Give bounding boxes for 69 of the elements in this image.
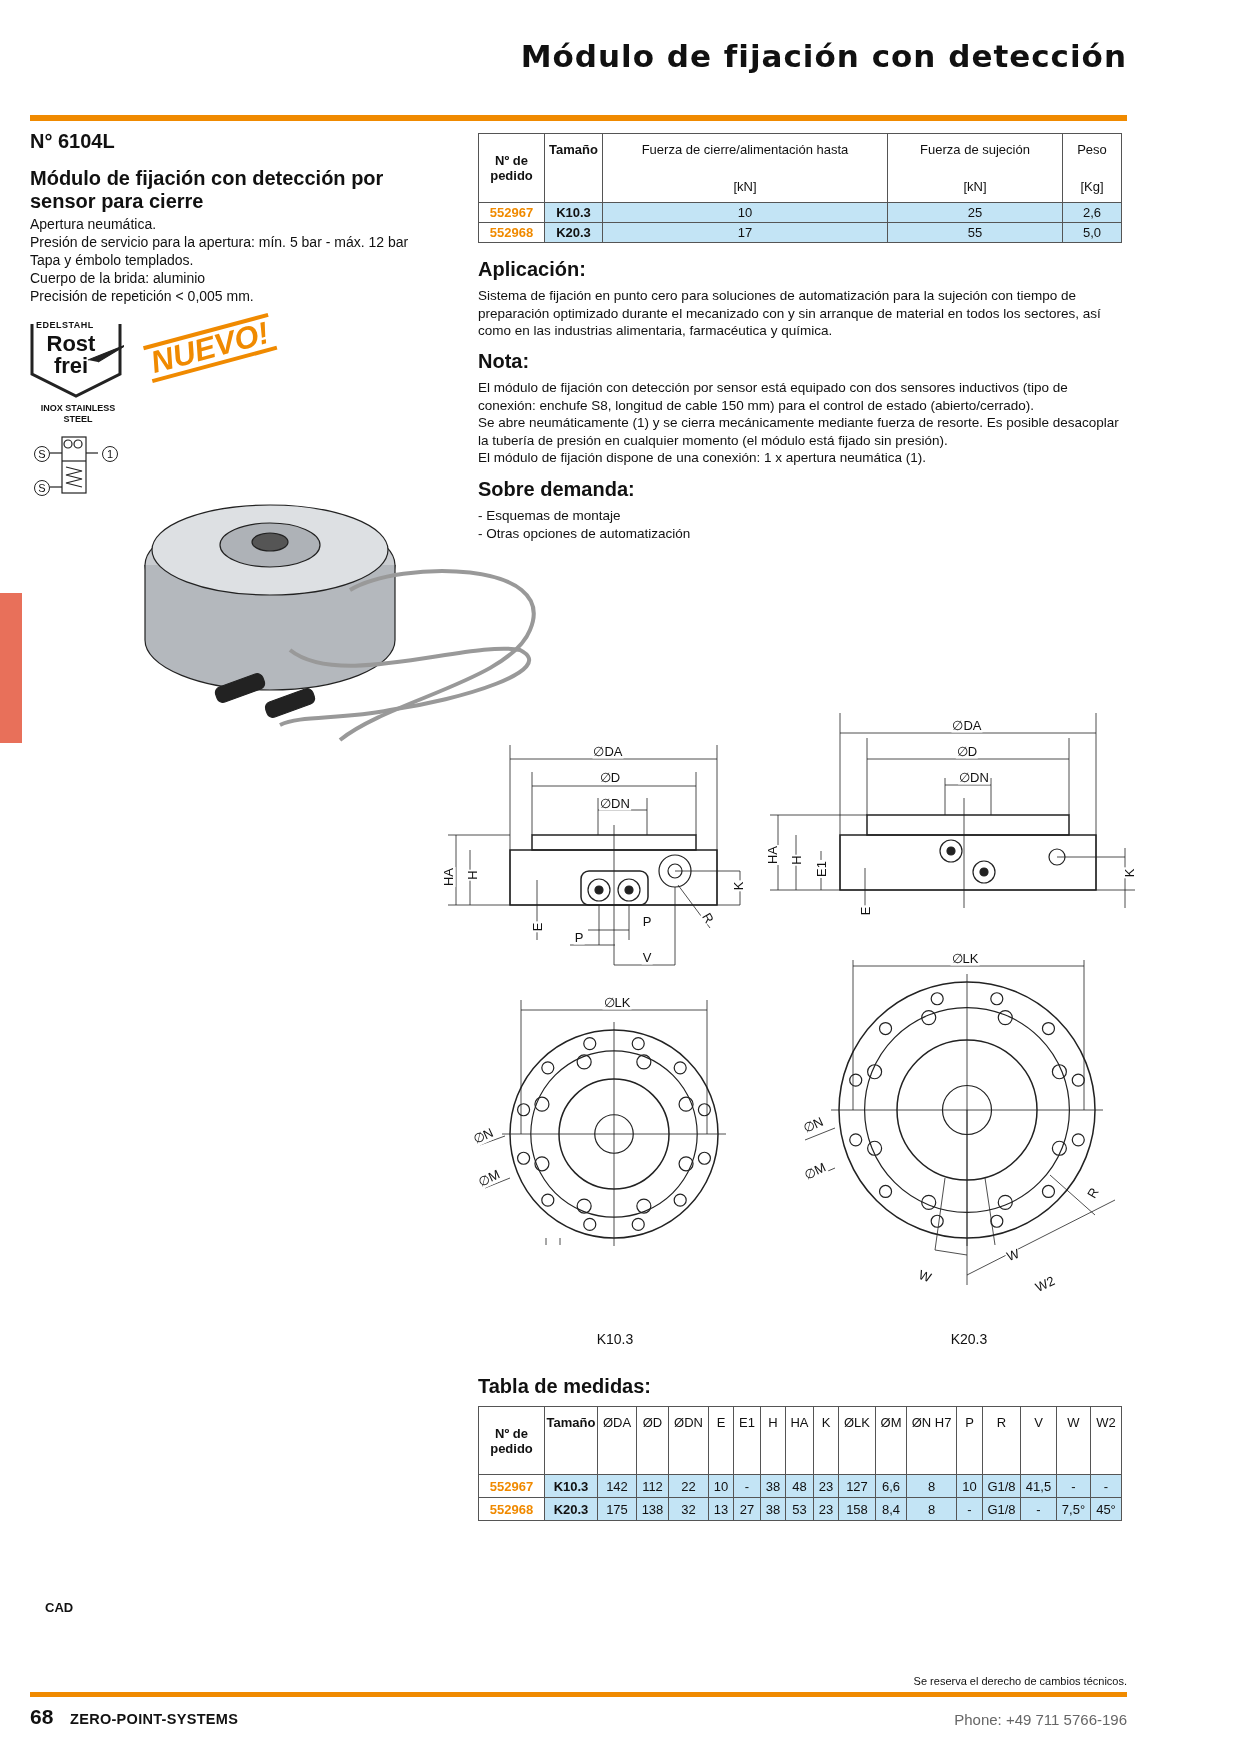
view-caption: K10.3 [596, 1331, 634, 1347]
paragraph: El módulo de fijación dispone de una conexión: 1 x apertura neumática (1). [478, 449, 928, 467]
spec-line: Precisión de repetición < 0,005 mm. [30, 288, 254, 304]
column-header: Nº de pedido [478, 133, 545, 203]
section-heading: Aplicación: [478, 258, 586, 281]
section-heading: Nota: [478, 350, 530, 373]
unit-label: [Kg] [1079, 179, 1105, 194]
dimension-label: ∅DN [599, 795, 631, 811]
page-number: 68 [30, 1705, 54, 1729]
section-name: ZERO-POINT-SYSTEMS [70, 1711, 239, 1727]
list-item: - Esquemas de montaje [478, 508, 621, 523]
table-cell: 552967 [478, 1474, 545, 1498]
paragraph: Sistema de fijación en punto cero para soluciones de automatización para la sujeción con tiempo de preparación optimizado durante el mecanizado con y sin arranque de material en todos los sectores, así como en las industrias alimentaria, farmacéutica y química. [478, 287, 1102, 340]
contact-info: Phone: +49 711 5766-196 [954, 1711, 1127, 1728]
cad-label: CAD [45, 1600, 74, 1615]
dimension-label: K [1121, 867, 1137, 879]
column-header: ØM [875, 1406, 907, 1475]
dimension-label: ∅DA [951, 717, 983, 733]
new-tag: NUEVO! [143, 313, 277, 383]
column-header: Fuerza de sujeción [920, 142, 1030, 157]
column-header: H [760, 1406, 786, 1475]
product-subtitle: Módulo de fijación con detección por sensor para cierre [30, 167, 385, 213]
side-tab [0, 593, 22, 743]
dimension-label: ∅LK [602, 994, 632, 1010]
dimension-label: ∅LK [950, 950, 980, 966]
badge-text: Rost frei [45, 333, 97, 377]
table-cell: 552968 [478, 1497, 545, 1521]
column-header: ØDA [597, 1406, 637, 1475]
column-header: E [708, 1406, 734, 1475]
column-header: Tamaño [544, 133, 603, 203]
spec-line: Presión de servicio para la apertura: mín. 5 bar - máx. 12 bar [30, 234, 409, 250]
column-header: ØLK [838, 1406, 876, 1475]
product-number: N° 6104L [30, 130, 115, 153]
table-cell: 552967 [478, 202, 545, 223]
list-item: - Otras opciones de automatización [478, 526, 691, 541]
column-header: P [956, 1406, 983, 1475]
section-heading: Sobre demanda: [478, 478, 635, 501]
unit-label: [kN] [732, 179, 758, 194]
column-header: R [982, 1406, 1021, 1475]
column-header: Tamaño [544, 1406, 598, 1475]
spec-line: Cuerpo de la brida: aluminio [30, 270, 206, 286]
column-header: ØDN [668, 1406, 709, 1475]
column-header: K [813, 1406, 839, 1475]
column-header: W2 [1090, 1406, 1122, 1475]
footnote: Se reserva el derecho de cambios técnicos. [913, 1675, 1127, 1687]
dimension-label: ∅D [598, 769, 622, 785]
column-header: V [1020, 1406, 1057, 1475]
spec-line: Apertura neumática. [30, 216, 157, 232]
column-header: ØD [636, 1406, 669, 1475]
spec-line: Tapa y émbolo templados. [30, 252, 194, 268]
unit-label: [kN] [962, 179, 988, 194]
column-header: Nº de pedido [478, 1406, 545, 1475]
badge-text: INOX STAINLESS STEEL [39, 403, 117, 425]
page-title: Módulo de fijación con detección [520, 38, 1127, 74]
dimension-label: ∅D [955, 743, 979, 759]
column-header: E1 [733, 1406, 761, 1475]
paragraph: Se abre neumáticamente (1) y se cierra mecánicamente mediante fuerza de resorte. Es posible desacoplar la tubería de presión en cualquier momento (el módulo está fijado sin presión). [478, 414, 1120, 449]
column-header: W [1056, 1406, 1091, 1475]
dimension-label: ∅DA [592, 743, 624, 759]
view-caption: K20.3 [950, 1331, 988, 1347]
section-heading: Tabla de medidas: [478, 1375, 651, 1398]
paragraph: El módulo de fijación con detección por sensor está equipado con dos sensores inductivos (tipo de conexión: enchufe S8, longitud de cable 150 mm) para el control de estado (abierto/cerrado). [478, 379, 1069, 414]
dimension-label: ∅DN [958, 769, 990, 785]
column-header: HA [785, 1406, 814, 1475]
column-header: Peso [1077, 142, 1107, 157]
badge-text: EDELSTAHL [34, 320, 96, 330]
column-header: ØN H7 [906, 1406, 957, 1475]
column-header: Fuerza de cierre/alimentación hasta [641, 142, 849, 157]
table-cell: 552968 [478, 222, 545, 243]
